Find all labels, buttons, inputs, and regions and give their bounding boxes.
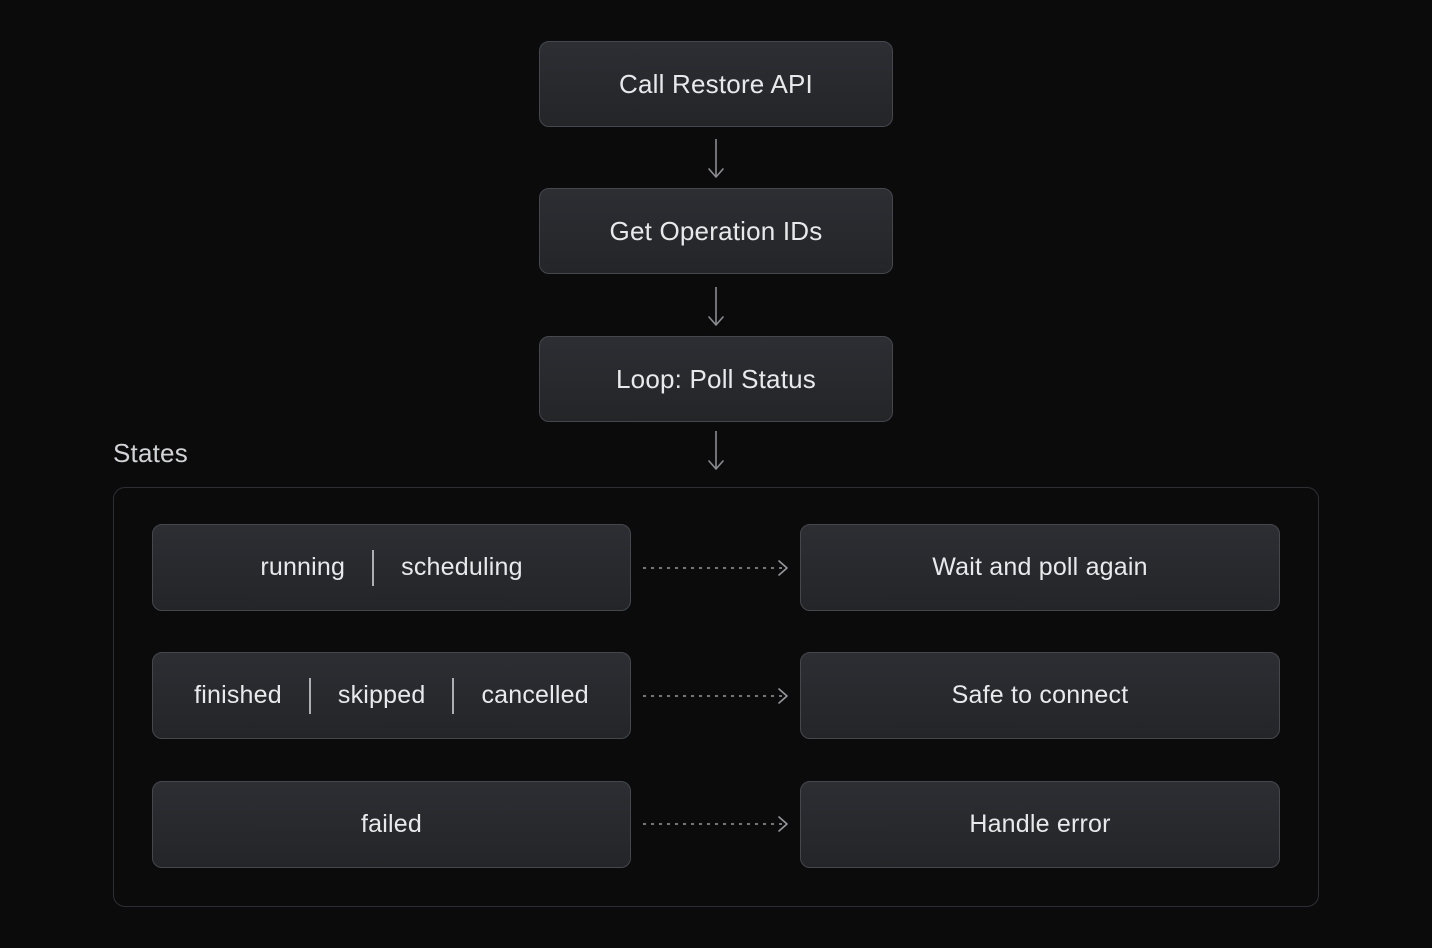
- state-label: running: [260, 553, 346, 581]
- state-label: scheduling: [401, 553, 523, 581]
- state-separator: [452, 677, 455, 714]
- states-section-title: States: [113, 438, 188, 468]
- flow-step-call-restore-api: Call Restore API: [539, 41, 893, 127]
- dashed-right-arrow-icon: [641, 814, 797, 834]
- flow-step-loop-poll-status: Loop: Poll Status: [539, 336, 893, 422]
- state-separator: [372, 549, 375, 586]
- action-box-handle-error: Handle error: [800, 781, 1280, 868]
- flow-step-label: Get Operation IDs: [609, 215, 823, 246]
- action-label: Handle error: [969, 810, 1111, 838]
- action-label: Wait and poll again: [932, 553, 1148, 581]
- state-label: failed: [361, 810, 422, 838]
- action-label: Safe to connect: [951, 681, 1129, 709]
- state-label: finished: [194, 681, 282, 709]
- down-arrow-icon: [706, 430, 726, 478]
- action-box-safe-to-connect: Safe to connect: [800, 652, 1280, 739]
- down-arrow-icon: [706, 286, 726, 334]
- dashed-right-arrow-icon: [641, 558, 797, 578]
- states-container: [113, 487, 1319, 907]
- state-label: skipped: [337, 681, 426, 709]
- dashed-right-arrow-icon: [641, 686, 797, 706]
- state-box-finished-skipped-cancelled: finished skipped cancelled: [152, 652, 631, 739]
- state-label: cancelled: [481, 681, 589, 709]
- state-box-failed: failed: [152, 781, 631, 868]
- flow-step-get-operation-ids: Get Operation IDs: [539, 188, 893, 274]
- flow-step-label: Call Restore API: [619, 68, 813, 99]
- action-box-wait-and-poll-again: Wait and poll again: [800, 524, 1280, 611]
- flow-step-label: Loop: Poll Status: [616, 363, 816, 394]
- state-separator: [308, 677, 311, 714]
- state-box-running-scheduling: running scheduling: [152, 524, 631, 611]
- down-arrow-icon: [706, 138, 726, 186]
